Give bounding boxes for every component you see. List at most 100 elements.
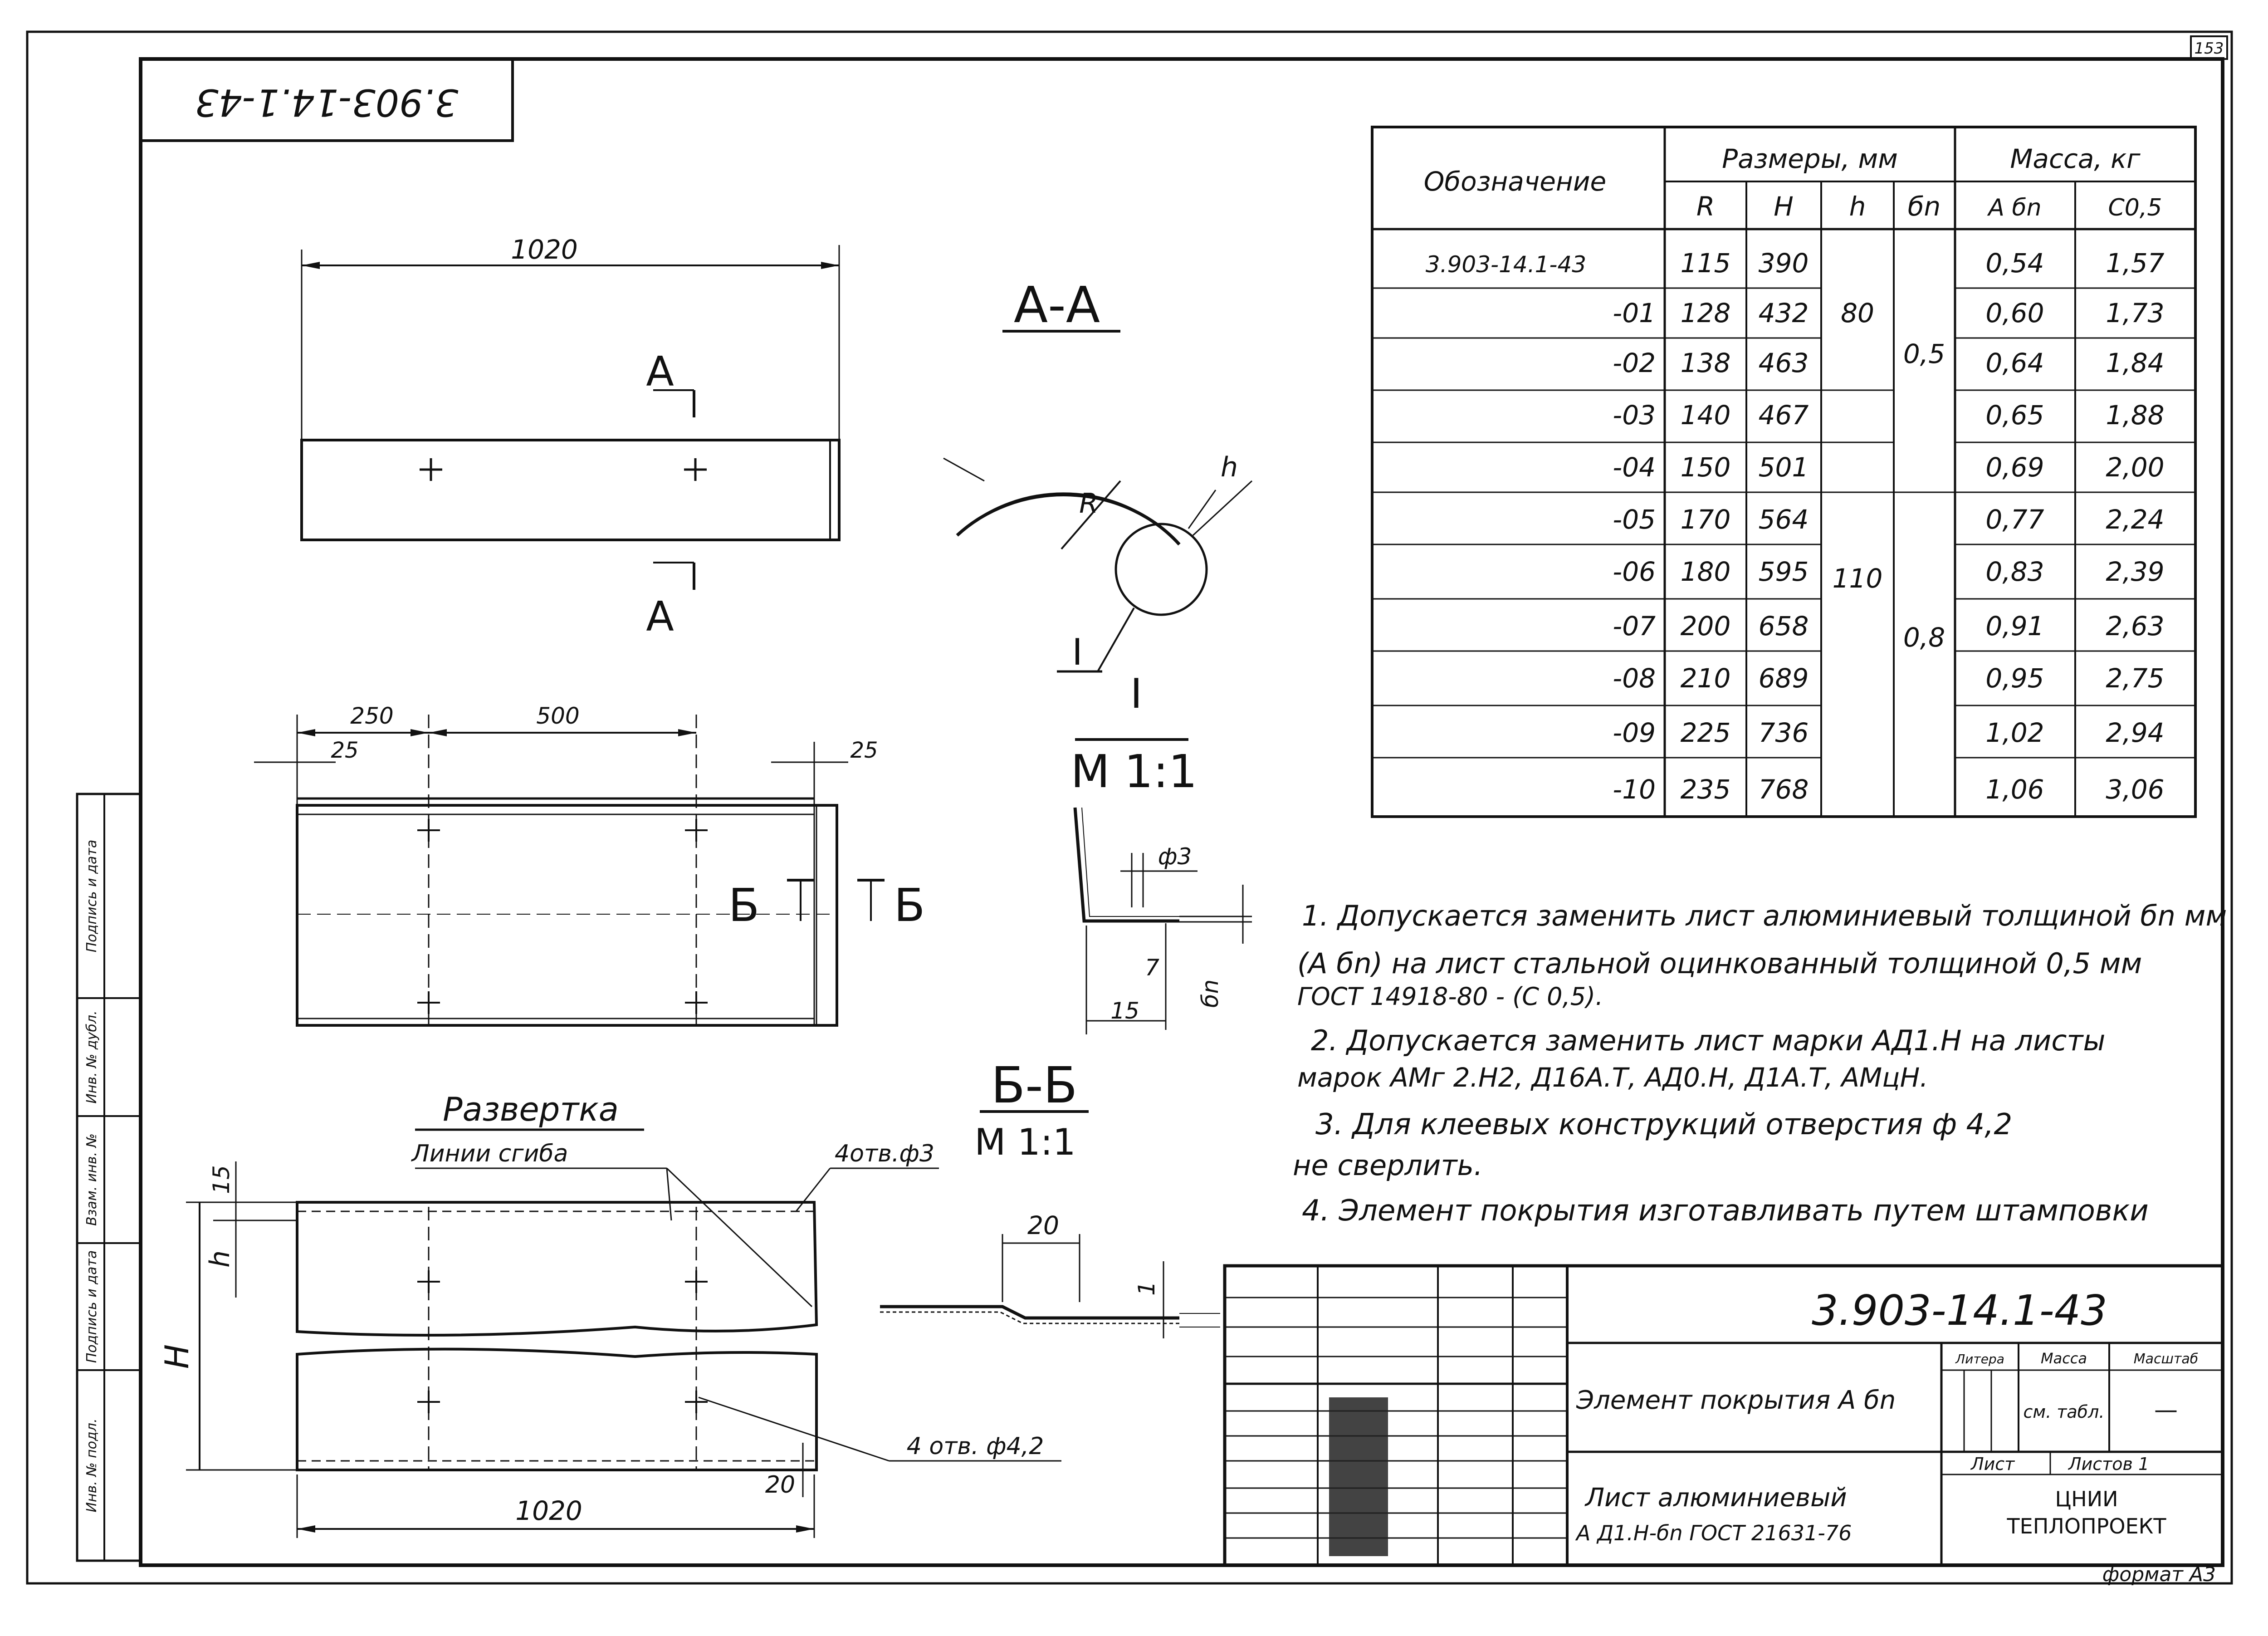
dim-250: 250 [350, 703, 393, 729]
bb-dim-20: 20 [1027, 1211, 1059, 1240]
table-cell-mass-a: 0,77 [1985, 504, 2044, 535]
note-line: ГОСТ 14918-80 - (С 0,5). [1297, 982, 1603, 1011]
table-cell-mass-c: 2,94 [2106, 717, 2164, 748]
table-group-mass: Масса, кг [2010, 143, 2141, 174]
title-mass-value: см. табл. [2024, 1402, 2105, 1422]
table-cell-r: 235 [1681, 774, 1731, 805]
middle-view: 250 500 25 25 Б Б [254, 703, 925, 1027]
note-line: 3. Для клеевых конструкций отверстия ф 4… [1315, 1108, 2012, 1141]
table-cell-h: 467 [1759, 400, 1809, 431]
table-cell-designation: -03 [1613, 400, 1656, 431]
delta-group-1: 0,5 [1903, 338, 1945, 369]
table-cell-h: 689 [1759, 663, 1809, 694]
section-aa: А-А R h I [943, 276, 1253, 673]
note-line: (А бn) на лист стальной оцинкованный тол… [1297, 947, 2142, 980]
table-cell-h: 463 [1759, 348, 1809, 378]
title-element-name: Элемент покрытия А бn [1576, 1386, 1896, 1415]
table-cell-r: 180 [1681, 556, 1731, 587]
table-sub-header: R [1696, 191, 1715, 222]
side-stamp-1: Инв. № подл. [84, 1419, 100, 1513]
detail-dim-phi3: ф3 [1158, 843, 1192, 870]
detail-scale: М 1:1 [1070, 745, 1197, 798]
hole-mark [417, 991, 440, 1014]
table-cell-mass-c: 2,39 [2106, 556, 2164, 587]
drawing-frame [139, 57, 2224, 1567]
hole-mark [685, 991, 708, 1014]
format-label: формат А3 [2102, 1563, 2216, 1586]
holes-phi42-label: 4 отв. ф4,2 [907, 1433, 1044, 1460]
doc-code-rotated: 3.903-14.1-43 [195, 81, 459, 124]
table-cell-mass-a: 0,64 [1985, 348, 2044, 378]
title-material-1: Лист алюминиевый [1584, 1483, 1847, 1513]
table-cell-r: 128 [1681, 298, 1731, 328]
dim-500: 500 [536, 703, 579, 729]
development-title: Развертка [443, 1090, 619, 1128]
table-sub-header: А бn [1987, 194, 2041, 221]
cut-mark-a-bottom: А [646, 593, 674, 641]
table-cell-designation: -04 [1613, 452, 1656, 483]
title-col-litera: Литера [1955, 1352, 2004, 1367]
table-cell-designation: -01 [1613, 298, 1656, 328]
table-cell-mass-a: 0,95 [1985, 663, 2044, 694]
table-cell-mass-c: 1,88 [2106, 400, 2164, 431]
table-cell-r: 115 [1681, 248, 1731, 279]
table-sub-header: бn [1908, 191, 1941, 222]
table-cell-h: 432 [1759, 298, 1809, 328]
table-cell-mass-a: 1,02 [1985, 717, 2044, 748]
cut-mark-b-right: Б [894, 879, 925, 932]
sheet-number: 153 [2195, 39, 2224, 58]
table-cell-r: 200 [1681, 611, 1731, 642]
title-sheet-label: Лист [1970, 1454, 2015, 1474]
radius-label: R [1079, 488, 1098, 519]
table-cell-r: 170 [1681, 504, 1731, 535]
table-cell-mass-a: 1,06 [1985, 774, 2044, 805]
table-cell-designation: -05 [1613, 504, 1656, 535]
table-cell-designation: -08 [1613, 663, 1656, 694]
note-line: марок АМг 2.Н2, Д16А.Т, АД0.Н, Д1А.Т, АМ… [1297, 1062, 1928, 1093]
table-cell-mass-c: 2,63 [2106, 611, 2164, 642]
dim-25-left: 25 [331, 738, 358, 763]
hole-mark [417, 1270, 440, 1293]
h-group-1: 80 [1841, 298, 1874, 328]
table-cell-h: 564 [1759, 504, 1809, 535]
cut-mark-a-top: А [646, 348, 674, 396]
development-view: Развертка Линии сгиба 4отв.ф3 4 отв. ф4,… [158, 1090, 1061, 1538]
title-org-1: ЦНИИ [2055, 1487, 2118, 1511]
table-cell-mass-c: 2,75 [2106, 663, 2164, 694]
h-label: h [1221, 451, 1238, 483]
table-cell-r: 210 [1681, 663, 1731, 694]
detail-dim-delta: бn [1197, 980, 1223, 1008]
dev-dim-h: h [204, 1250, 236, 1268]
section-bb-scale: М 1:1 [974, 1121, 1075, 1163]
detail-dim-7: 7 [1145, 955, 1159, 981]
table-sub-header: h [1849, 191, 1866, 222]
table-cell-designation: -09 [1613, 717, 1656, 748]
note-line: 2. Допускается заменить лист марки АД1.Н… [1311, 1024, 2105, 1057]
table-cell-designation: -06 [1613, 556, 1656, 587]
table-cell-h: 390 [1759, 248, 1809, 279]
table-cell-designation: -10 [1613, 774, 1656, 805]
dev-dim-20: 20 [765, 1471, 795, 1499]
table-cell-h: 595 [1759, 556, 1809, 587]
section-aa-label: А-А [1014, 276, 1100, 334]
title-material-2: А Д1.Н-бn ГОСТ 21631-76 [1575, 1521, 1852, 1545]
dev-dim-H: H [158, 1344, 196, 1369]
top-width-dim: 1020 [511, 234, 578, 265]
hole-mark [420, 458, 442, 481]
hole-mark [685, 1270, 708, 1293]
table-cell-designation: 3.903-14.1-43 [1426, 251, 1586, 278]
table-cell-mass-c: 2,24 [2106, 504, 2164, 535]
table-cell-r: 150 [1681, 452, 1731, 483]
dim-25-right: 25 [850, 738, 878, 763]
sheet-number-box [2190, 35, 2228, 60]
table-sub-header: С0,5 [2108, 194, 2162, 221]
side-stamp-5: Подпись и дата [84, 840, 100, 953]
fold-lines-label: Линии сгиба [411, 1140, 568, 1167]
holes-phi3-label: 4отв.ф3 [835, 1140, 934, 1167]
sheet-outline [26, 30, 2233, 1585]
table-cell-h: 736 [1759, 717, 1809, 748]
detail-dim-15: 15 [1110, 998, 1139, 1024]
side-stamp-3: Взам. инв. № [84, 1133, 100, 1226]
detail-i: I М 1:1 ф3 7 15 бn [1070, 670, 1252, 1034]
